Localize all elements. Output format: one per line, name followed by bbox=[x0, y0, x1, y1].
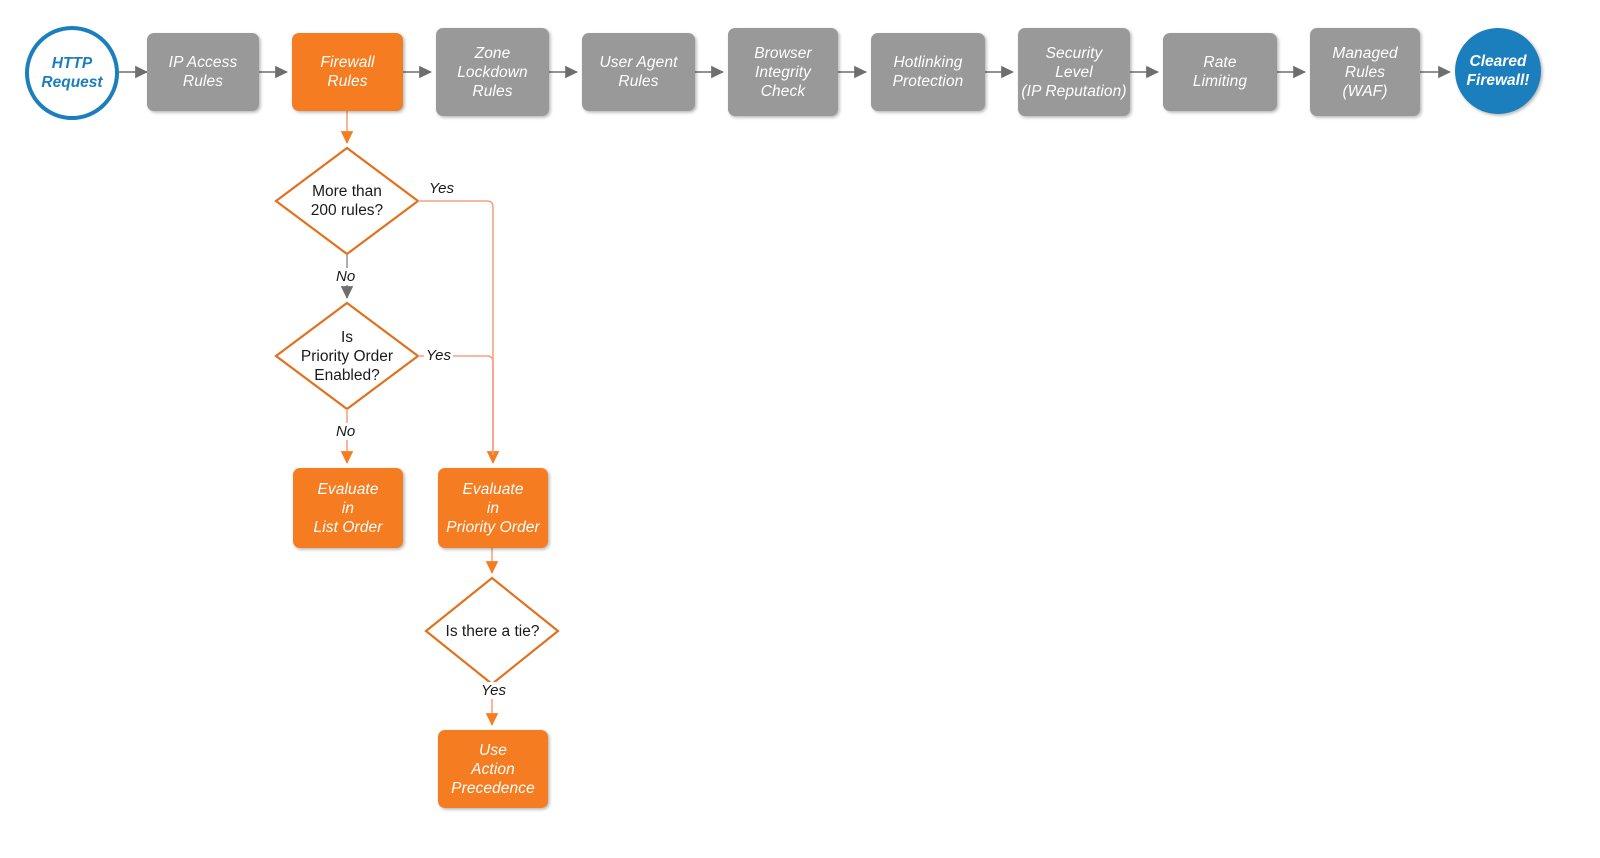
edge-label-no-priority: No bbox=[334, 423, 358, 440]
edge-label-yes-priority: Yes bbox=[424, 347, 454, 364]
decision-label-tie: Is there a tie? bbox=[420, 613, 565, 649]
edge-label-no-200: No bbox=[334, 268, 358, 285]
node-label: HTTP Request bbox=[41, 55, 103, 91]
diamond-priority-order bbox=[274, 301, 420, 411]
diamond-tie bbox=[424, 576, 560, 686]
decision-outlines bbox=[274, 146, 560, 686]
edge-label-yes-tie: Yes bbox=[479, 682, 509, 699]
node-http-request[interactable]: HTTP Request bbox=[25, 26, 119, 120]
diamond-more-than-200 bbox=[274, 146, 420, 256]
edge-label-yes-200: Yes bbox=[427, 180, 457, 197]
decision-text: Is there a tie? bbox=[445, 622, 540, 640]
edge-d1-yes bbox=[418, 200, 500, 464]
edge-d2-yes bbox=[418, 355, 494, 455]
